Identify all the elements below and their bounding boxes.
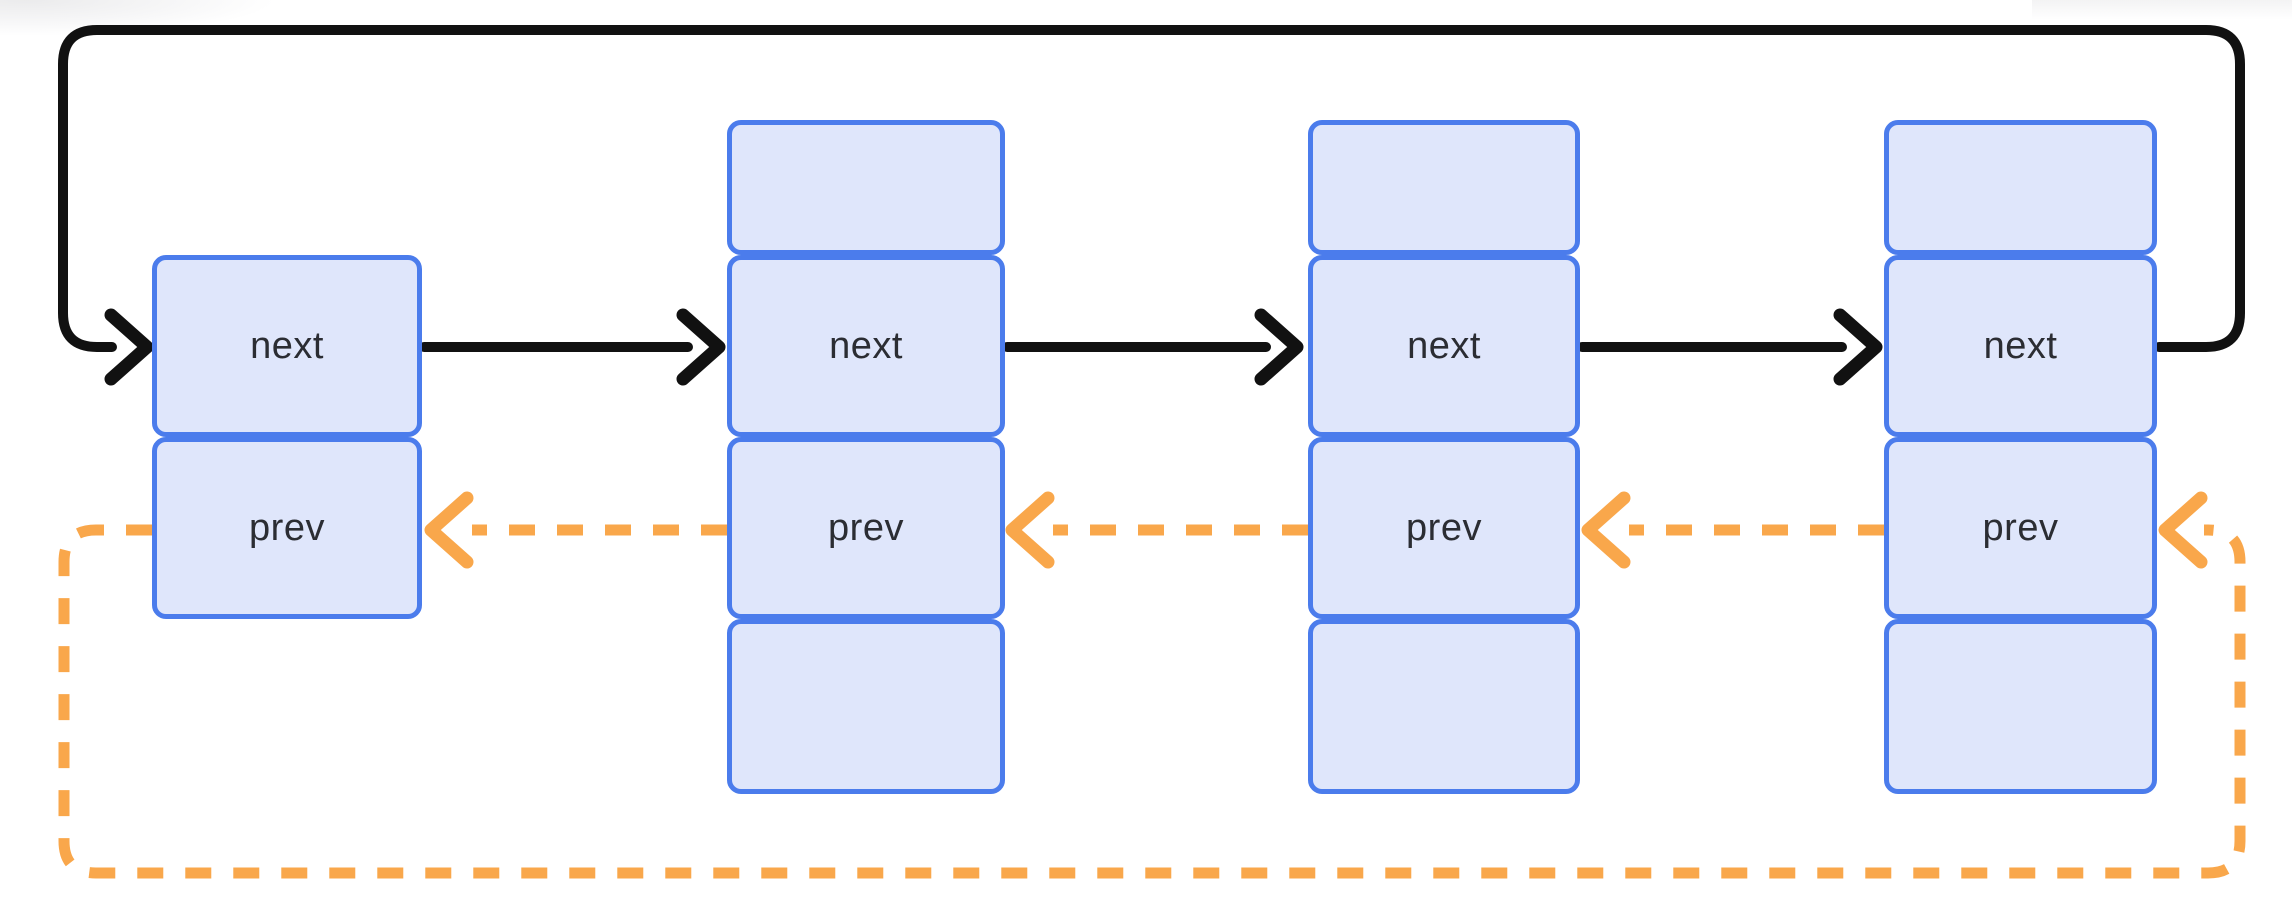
- node-3-prev-cell: prev: [1308, 437, 1580, 619]
- node-3-next-cell: next: [1308, 255, 1580, 437]
- next-pointer-label: next: [250, 324, 324, 367]
- prev-arrowhead-into-node-1: [424, 491, 474, 569]
- next-pointer-label: next: [829, 324, 903, 367]
- node-4-data-cell-top: [1884, 120, 2157, 255]
- next-loop-arrow-4-to-1: [58, 25, 2245, 352]
- node-3: next prev: [1308, 120, 1580, 794]
- next-pointer-label: next: [1407, 324, 1481, 367]
- next-pointer-label: next: [1983, 324, 2058, 367]
- node-3-data-cell-bottom: [1308, 619, 1580, 794]
- node-2-data-cell-top: [727, 120, 1005, 255]
- prev-arrowhead-into-node-2: [1005, 491, 1055, 569]
- prev-pointer-label: prev: [1982, 506, 2059, 549]
- prev-pointer-label: prev: [828, 506, 904, 549]
- prev-loop-arrow-1-to-4: [58, 524, 2246, 879]
- next-loop-arrowhead-into-node-1: [104, 308, 154, 386]
- node-4-next-cell: next: [1884, 255, 2157, 437]
- node-2-next-cell: next: [727, 255, 1005, 437]
- next-arrowhead-into-node-2: [676, 308, 726, 386]
- next-arrowhead-into-node-4: [1833, 308, 1883, 386]
- prev-loop-arrowhead-into-node-4: [2158, 491, 2208, 569]
- node-2-prev-cell: prev: [727, 437, 1005, 619]
- node-1: next prev: [152, 255, 422, 619]
- node-4: next prev: [1884, 120, 2157, 794]
- node-4-data-cell-bottom: [1884, 619, 2157, 794]
- prev-arrowhead-into-node-3: [1581, 491, 1631, 569]
- node-4-prev-cell: prev: [1884, 437, 2157, 619]
- prev-pointer-label: prev: [1406, 506, 1482, 549]
- next-arrowhead-into-node-3: [1254, 308, 1304, 386]
- prev-pointer-label: prev: [249, 506, 325, 549]
- node-2-data-cell-bottom: [727, 619, 1005, 794]
- node-3-data-cell-top: [1308, 120, 1580, 255]
- node-1-next-cell: next: [152, 255, 422, 437]
- node-2: next prev: [727, 120, 1005, 794]
- node-1-prev-cell: prev: [152, 437, 422, 619]
